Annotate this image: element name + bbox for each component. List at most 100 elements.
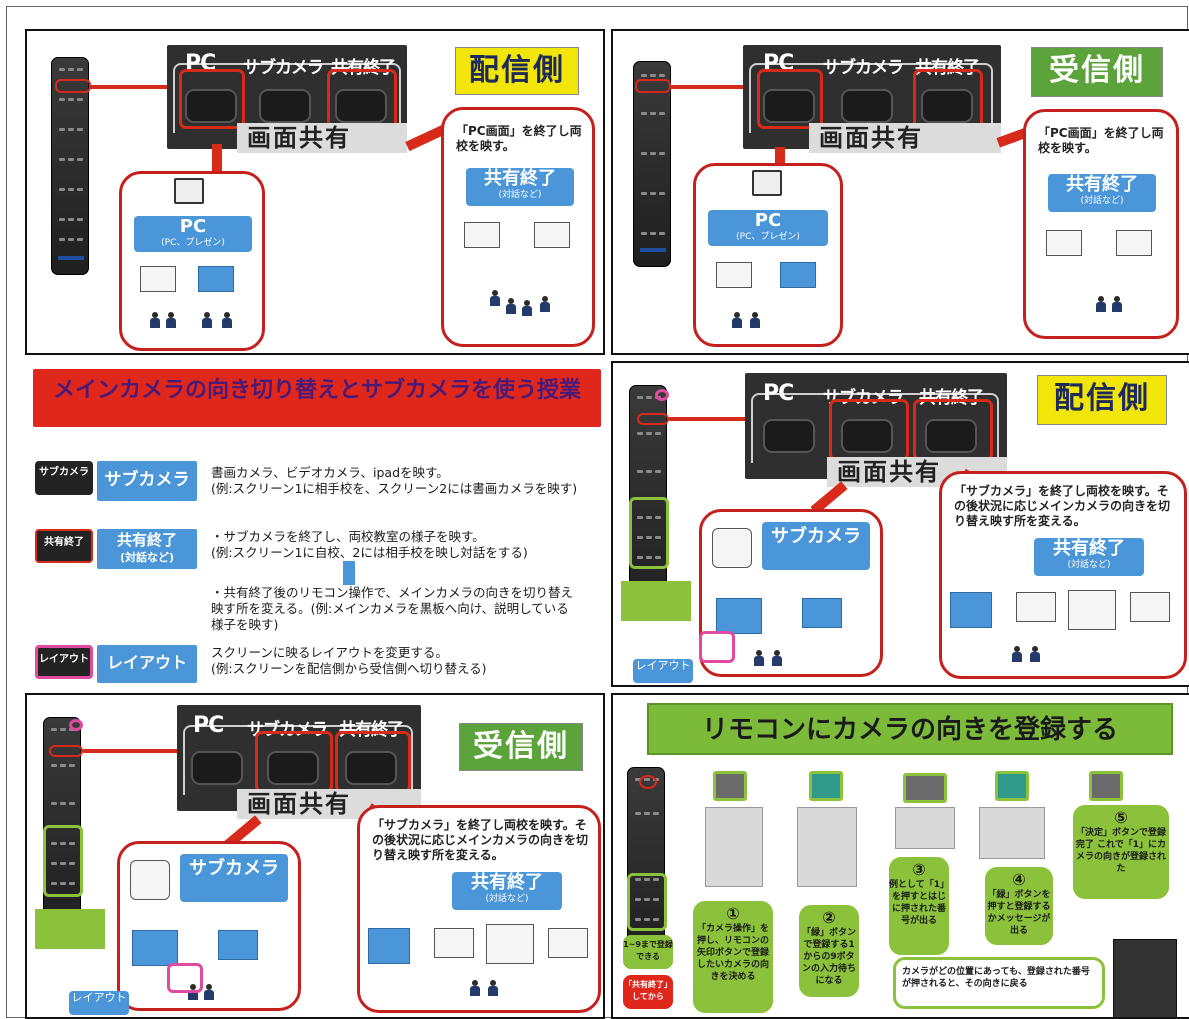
- screen-1-illustration: [950, 592, 992, 628]
- subcamera-key: [267, 751, 319, 785]
- share-end-mode-box: 共有終了 (対話など): [1048, 174, 1156, 212]
- keypad-highlight: [627, 873, 667, 931]
- screen-2-illustration: [218, 930, 258, 960]
- step5-bubble: ⑤ 「決定」ボタンで登録完了 これで「1」にカメラの向きが登録された: [1073, 805, 1169, 899]
- person-icon: [488, 980, 498, 996]
- guide-title: メインカメラの向き切り替えとサブカメラを使う授業: [33, 369, 601, 427]
- screen-2-illustration: [198, 266, 234, 292]
- share-end-card: 「サブカメラ」を終了し両校を映す。その後状況に応じメインカメラの向きを切り替え映…: [939, 471, 1187, 679]
- laptop-icon: [752, 170, 782, 196]
- subcamera-key-label: サブカメラ: [247, 720, 328, 740]
- pc-key-label: PC: [763, 381, 794, 406]
- laptop-icon: [174, 178, 204, 204]
- share-end-label-sub: (対話など): [119, 551, 175, 564]
- number-1-key-icon: [903, 773, 947, 803]
- arrow-icon: [669, 417, 749, 421]
- step5-number: ⑤: [1114, 808, 1128, 827]
- subcamera-label-text: サブカメラ: [104, 470, 190, 490]
- share-end-key-label: 共有終了: [919, 388, 984, 408]
- person-icon: [732, 312, 742, 328]
- share-end-subtitle: (対話など): [485, 894, 529, 904]
- screen-4-illustration: [1130, 592, 1170, 622]
- layout-label: レイアウト: [97, 645, 197, 683]
- green-key-icon: [809, 771, 843, 801]
- keypad-note: [621, 581, 691, 621]
- green-key-icon: [995, 771, 1029, 801]
- remote-highlight: [55, 79, 91, 93]
- screen-1-illustration: [132, 930, 178, 966]
- person-icon: [522, 300, 532, 316]
- step2-text: 「緑」ボタンで登録する1からの9ボタンの入力待ちになる: [801, 928, 856, 986]
- keypad-highlight: [43, 825, 83, 897]
- card-instruction-text: 「サブカメラ」を終了し両校を映す。その後状況に応じメインカメラの向きを切り替え映…: [372, 818, 589, 862]
- remote-highlight: [69, 719, 83, 731]
- share-end-key-caption: 共有終了: [44, 537, 84, 548]
- main-camera-description: ・共有終了後のリモコン操作で、メインカメラの向きを切り替え 映す所を変える。(例…: [211, 585, 601, 633]
- share-end-subtitle: (対話など): [498, 190, 542, 200]
- person-icon: [166, 312, 176, 328]
- step2-screenshot: [797, 807, 857, 887]
- screen-4-illustration: [548, 928, 588, 958]
- remote-control-image: [633, 61, 671, 267]
- person-icon: [1096, 296, 1106, 312]
- screen-1-illustration: [1046, 230, 1082, 256]
- screen-2-illustration: [1016, 592, 1056, 622]
- subcamera-title: サブカメラ: [189, 858, 279, 879]
- layout-label-text: レイアウト: [106, 653, 187, 672]
- camera-operation-key-icon: [713, 771, 747, 801]
- main-camera-desc-line3: 様子を映す): [211, 617, 279, 632]
- step5-text: 「決定」ボタンで登録完了 これで「1」にカメラの向きが登録された: [1075, 828, 1167, 874]
- share-end-key-highlight: [327, 69, 397, 129]
- share-end-description: ・サブカメラを終了し、両校教室の様子を映す。 (例:スクリーン1に自校、2には相…: [211, 529, 601, 561]
- screen-2-illustration: [802, 598, 842, 628]
- document-camera-icon: [130, 860, 170, 900]
- share-end-mode-box: 共有終了 (対話など): [466, 168, 574, 206]
- pc-title: PC: [754, 210, 782, 231]
- layout-key-caption: レイアウト: [39, 654, 89, 665]
- share-end-key-label: 共有終了: [331, 58, 396, 78]
- pc-subtitle: (PC、プレゼン): [736, 232, 800, 242]
- layout-description: スクリーンに映るレイアウトを変更する。 (例:スクリーンを配信側から受信側へ切り…: [211, 645, 601, 677]
- person-icon: [490, 290, 500, 306]
- down-arrow-icon: [343, 561, 355, 585]
- subcamera-card: サブカメラ: [699, 509, 883, 677]
- step4-screenshot: [979, 807, 1045, 859]
- share-end-card: 「サブカメラ」を終了し両校を映す。その後状況に応じメインカメラの向きを切り替え映…: [357, 805, 601, 1013]
- subcamera-label: サブカメラ: [97, 461, 197, 501]
- screen-1-illustration: [368, 928, 410, 964]
- person-icon: [750, 312, 760, 328]
- share-end-card: 「PC画面」を終了し両校を映す。 共有終了 (対話など): [1023, 109, 1179, 339]
- share-end-title: 共有終了: [471, 872, 543, 893]
- remote-control-image: [51, 57, 89, 275]
- subcamera-key-label: サブカメラ: [243, 58, 324, 78]
- remote-highlight: [639, 775, 657, 789]
- panel-camera-usage-guide: メインカメラの向き切り替えとサブカメラを使う授業 サブカメラ サブカメラ 書画カ…: [25, 361, 605, 687]
- pc-mode-box: PC (PC、プレゼン): [134, 216, 252, 252]
- arrow-icon: [83, 749, 179, 753]
- share-end-mode-box: 共有終了 (対話など): [1034, 538, 1144, 576]
- screen-2-illustration: [534, 222, 570, 248]
- share-end-key: [345, 751, 397, 785]
- subcamera-key-label: サブカメラ: [823, 58, 904, 78]
- card-instruction-text: 「PC画面」を終了し両校を映す。: [456, 124, 582, 153]
- subcamera-mode-box: サブカメラ: [762, 522, 870, 570]
- pc-key: [763, 89, 815, 123]
- pc-mode-box: PC (PC、プレゼン): [708, 210, 828, 246]
- share-end-title: 共有終了: [484, 168, 556, 189]
- person-icon: [1030, 646, 1040, 662]
- layout-label-box: レイアウト: [633, 659, 693, 683]
- subcamera-key-illustration: サブカメラ: [35, 461, 93, 495]
- screen-2-illustration: [780, 262, 816, 288]
- panel-pc-receiver: PC サブカメラ 共有終了 画面共有 受信側 PC (PC、プレゼン) 「PC画…: [611, 29, 1189, 355]
- receiver-side-badge: 受信側: [1031, 47, 1163, 97]
- share-end-title: 共有終了: [1053, 538, 1125, 559]
- share-end-key: [925, 419, 977, 453]
- subcamera-key: [841, 419, 893, 453]
- layout-key-highlight: [699, 631, 735, 663]
- pc-title: PC: [179, 216, 207, 237]
- step1-screenshot: [705, 807, 763, 887]
- remote-control-image: [627, 767, 665, 963]
- share-end-first-note: 「共有終了」してから: [623, 975, 673, 1009]
- share-end-desc-line2: (例:スクリーン1に自校、2には相手校を映し対話をする): [211, 545, 528, 560]
- layout-label-box: レイアウト: [69, 991, 129, 1015]
